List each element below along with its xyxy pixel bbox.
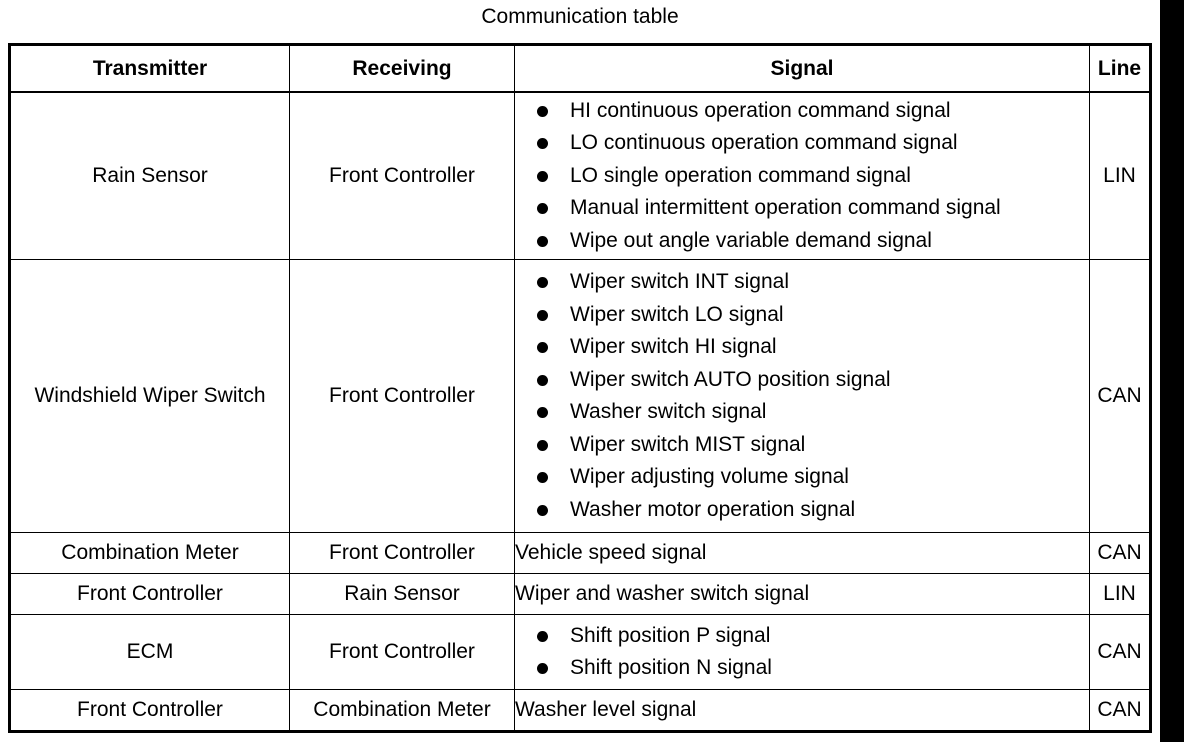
table-header-row: Transmitter Receiving Signal Line (9, 44, 1151, 93)
receiving-cell: Front Controller (289, 532, 515, 574)
line-cell: LIN (1089, 91, 1151, 260)
signal-item: HI continuous operation command signal (537, 95, 1089, 128)
transmitter-cell: Windshield Wiper Switch (9, 259, 290, 533)
signal-item: Shift position P signal (537, 620, 1089, 653)
signal-item: Wipe out angle variable demand signal (537, 225, 1089, 258)
receiving-cell: Front Controller (289, 614, 515, 690)
header-signal: Signal (514, 44, 1090, 93)
line-cell: CAN (1089, 689, 1151, 732)
transmitter-cell: Front Controller (9, 689, 290, 732)
right-edge-bar (1160, 0, 1184, 742)
signal-item: Wiper switch AUTO position signal (537, 364, 1089, 397)
signal-item: Wiper switch LO signal (537, 299, 1089, 332)
receiving-cell: Front Controller (289, 91, 515, 260)
line-cell: CAN (1089, 614, 1151, 690)
signal-item: Washer motor operation signal (537, 494, 1089, 527)
signal-list: Wiper switch INT signal Wiper switch LO … (515, 266, 1089, 526)
signal-cell: Washer level signal (514, 689, 1090, 732)
signal-item: Wiper switch INT signal (537, 266, 1089, 299)
header-line: Line (1089, 44, 1151, 93)
table-row: Rain Sensor Front Controller HI continuo… (9, 91, 1151, 260)
signal-item: Wiper adjusting volume signal (537, 461, 1089, 494)
line-cell: CAN (1089, 259, 1151, 533)
signal-cell: Vehicle speed signal (514, 532, 1090, 574)
receiving-cell: Front Controller (289, 259, 515, 533)
signal-cell: HI continuous operation command signal L… (514, 91, 1090, 260)
signal-item: Shift position N signal (537, 652, 1089, 685)
table-row: ECM Front Controller Shift position P si… (9, 614, 1151, 690)
transmitter-cell: Front Controller (9, 573, 290, 615)
signal-list: HI continuous operation command signal L… (515, 95, 1089, 258)
transmitter-cell: ECM (9, 614, 290, 690)
header-receiving: Receiving (289, 44, 515, 93)
line-cell: CAN (1089, 532, 1151, 574)
signal-item: Wiper switch HI signal (537, 331, 1089, 364)
transmitter-cell: Rain Sensor (9, 91, 290, 260)
signal-item: Manual intermittent operation command si… (537, 192, 1089, 225)
table-title: Communication table (481, 5, 679, 28)
signal-item: Wiper switch MIST signal (537, 429, 1089, 462)
signal-item: LO continuous operation command signal (537, 127, 1089, 160)
signal-item: Washer switch signal (537, 396, 1089, 429)
table-row: Windshield Wiper Switch Front Controller… (9, 259, 1151, 533)
signal-item: LO single operation command signal (537, 160, 1089, 193)
signal-cell: Wiper and washer switch signal (514, 573, 1090, 615)
receiving-cell: Combination Meter (289, 689, 515, 732)
transmitter-cell: Combination Meter (9, 532, 290, 574)
table-row: Front Controller Rain Sensor Wiper and w… (9, 573, 1151, 615)
signal-list: Shift position P signal Shift position N… (515, 620, 1089, 685)
line-cell: LIN (1089, 573, 1151, 615)
table-row: Combination Meter Front Controller Vehic… (9, 532, 1151, 574)
communication-table: Transmitter Receiving Signal Line Rain S… (8, 43, 1152, 733)
table-row: Front Controller Combination Meter Washe… (9, 689, 1151, 732)
signal-cell: Wiper switch INT signal Wiper switch LO … (514, 259, 1090, 533)
header-transmitter: Transmitter (9, 44, 290, 93)
signal-cell: Shift position P signal Shift position N… (514, 614, 1090, 690)
receiving-cell: Rain Sensor (289, 573, 515, 615)
